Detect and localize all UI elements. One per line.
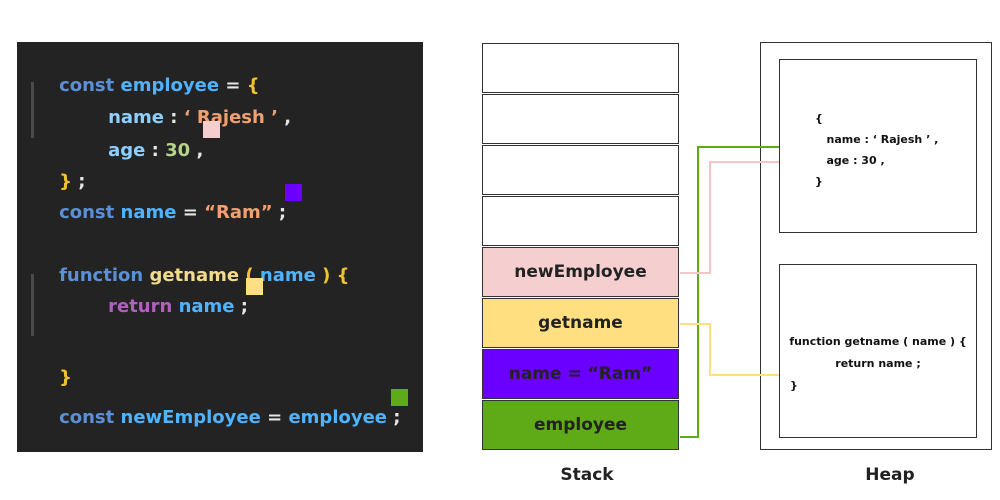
swatch-function-ref <box>246 278 263 295</box>
colon: : <box>151 140 159 161</box>
code-line-4: } ; <box>34 149 85 215</box>
param-name: name <box>259 265 316 286</box>
number-30: 30 <box>165 140 191 161</box>
keyword-const: const <box>59 407 115 428</box>
heap-object-box: { name : ‘ Rajesh ’ , age : 30 , } <box>779 59 977 233</box>
swatch-newemployee-ref <box>203 121 220 138</box>
comma: , <box>196 140 204 161</box>
identifier-name: name <box>120 202 177 223</box>
stack-cell <box>482 94 679 144</box>
identifier-name: name <box>178 296 235 317</box>
semicolon: ; <box>278 202 287 223</box>
keyword-const: const <box>59 75 115 96</box>
heap-object-line: name : ‘ Rajesh ’ , <box>815 133 939 146</box>
keyword-function: function <box>59 265 144 286</box>
swatch-object-ref <box>391 389 408 406</box>
operator-assign: = <box>225 75 241 96</box>
operator-assign: = <box>182 202 198 223</box>
identifier-newemployee: newEmployee <box>120 407 261 428</box>
stack-cell <box>482 196 679 246</box>
heap-object-line: { <box>815 112 823 125</box>
identifier-employee: employee <box>288 407 388 428</box>
function-name: getname <box>149 265 240 286</box>
code-line-1: const employee = { <box>34 53 260 119</box>
stack-cell: name = “Ram” <box>482 349 679 399</box>
code-line-5: const name = “Ram” ; <box>34 180 286 246</box>
operator-assign: = <box>267 407 283 428</box>
stack-cell <box>482 145 679 195</box>
heap-object-line: age : 30 , <box>815 154 885 167</box>
keyword-const: const <box>59 202 115 223</box>
close-paren: ) <box>322 265 331 286</box>
stack-cell: getname <box>482 298 679 348</box>
stack-cell: employee <box>482 400 679 450</box>
indent-guide <box>31 274 34 336</box>
code-line-9: const newEmployee = employee ; <box>34 385 401 451</box>
semicolon: ; <box>393 407 401 428</box>
heap-object-line: } <box>815 175 823 188</box>
open-brace: { <box>246 75 260 96</box>
semicolon: ; <box>78 171 86 192</box>
heap-function-line: } <box>790 379 798 392</box>
code-editor-panel: const employee = { name : ‘ Rajesh ’ , a… <box>17 42 423 452</box>
stack-cell <box>482 43 679 93</box>
employee-ref-line <box>680 146 779 438</box>
code-line-8: } <box>34 345 72 411</box>
colon: : <box>170 107 178 128</box>
close-brace: } <box>59 367 72 388</box>
getname-ref-line <box>680 323 779 376</box>
close-brace: } <box>59 171 72 192</box>
open-brace: { <box>336 265 350 286</box>
identifier-employee: employee <box>120 75 220 96</box>
newemployee-ref-line <box>680 161 779 274</box>
stack-label: Stack <box>560 465 614 485</box>
code-line-7: return name ; <box>83 274 248 340</box>
code-line-6: function getname ( name ) { <box>34 243 349 309</box>
object-key-age: age <box>108 140 146 161</box>
string-ram: “Ram” <box>204 202 273 223</box>
heap <box>760 42 992 450</box>
code-line-3: age : 30 , <box>83 118 203 184</box>
indent-guide <box>31 82 34 138</box>
keyword-return: return <box>108 296 173 317</box>
open-paren: ( <box>245 265 254 286</box>
heap-function-line: return name ; <box>835 357 921 370</box>
swatch-primitive <box>285 184 302 201</box>
comma: , <box>284 107 292 128</box>
heap-function-box: function getname ( name ) { return name … <box>779 264 977 438</box>
stack-cell: newEmployee <box>482 247 679 297</box>
heap-function-line: function getname ( name ) { <box>789 335 967 348</box>
semicolon: ; <box>240 296 248 317</box>
heap-label: Heap <box>865 465 915 485</box>
object-key-name: name <box>108 107 165 128</box>
